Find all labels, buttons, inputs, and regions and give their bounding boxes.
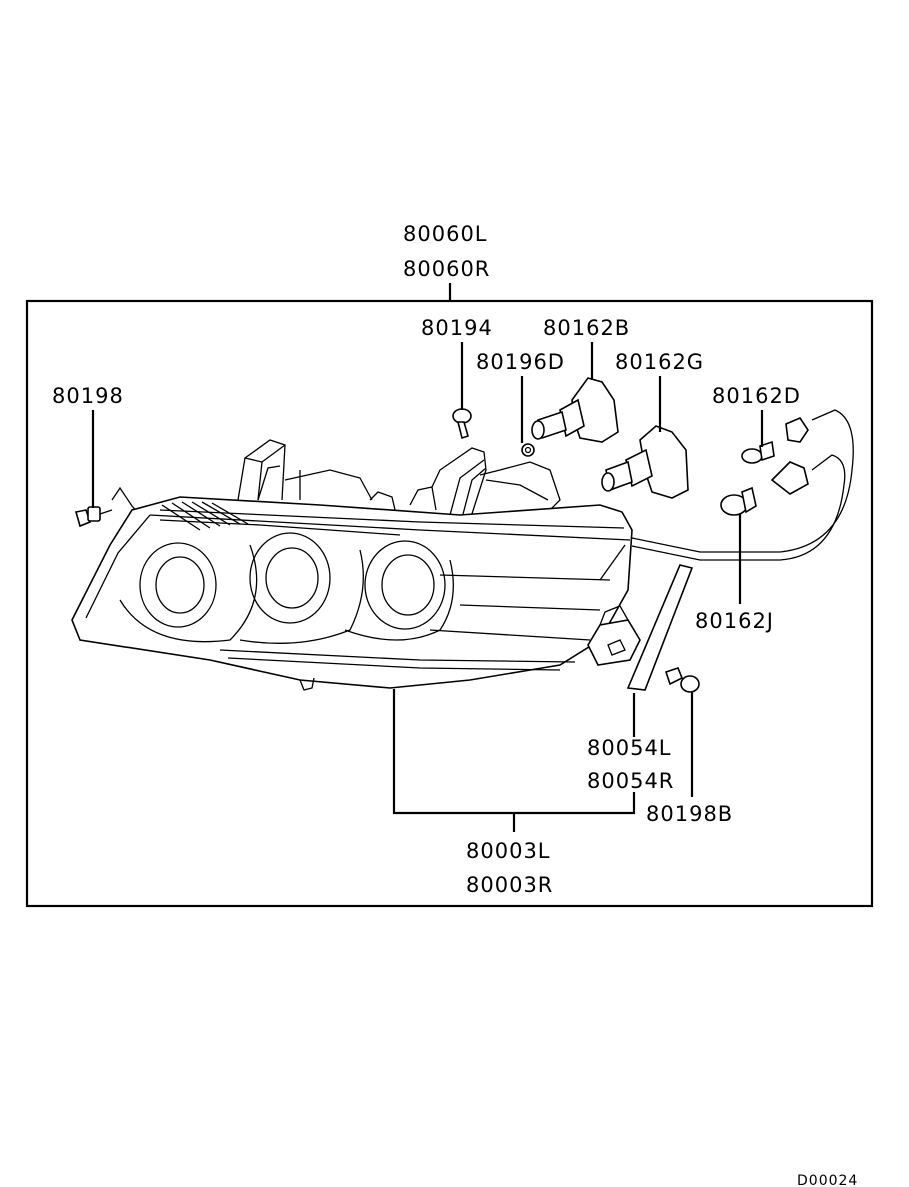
label-80196d: 80196D: [476, 350, 565, 374]
diagram-code: D00024: [797, 1173, 858, 1187]
headlamp-housing: [71, 439, 641, 691]
label-80194: 80194: [421, 316, 493, 340]
side-marker-strip: [626, 564, 694, 691]
screw-80194-icon: [452, 408, 472, 440]
label-80162g: 80162G: [615, 350, 704, 374]
nut-80196d-icon: [521, 443, 535, 457]
label-80003r: 80003R: [466, 873, 553, 897]
label-80054l: 80054L: [587, 736, 672, 760]
label-80060l: 80060L: [403, 222, 488, 246]
bulb-80162g-icon: [601, 425, 689, 499]
label-80003l: 80003L: [466, 839, 551, 863]
label-80054r: 80054R: [587, 769, 674, 793]
label-80162d: 80162D: [712, 384, 801, 408]
bulb-80162d-icon: [741, 417, 809, 464]
screw-80198b-icon: [664, 667, 700, 693]
bulb-80162j-icon: [720, 461, 809, 516]
label-80198b: 80198B: [646, 802, 733, 826]
label-80198: 80198: [52, 384, 124, 408]
label-80162j: 80162J: [695, 609, 774, 633]
wiring-harness: [631, 409, 854, 561]
label-80162b: 80162B: [543, 316, 630, 340]
bulb-80162b-icon: [531, 377, 619, 443]
screw-80198-icon: [74, 506, 113, 528]
label-80060r: 80060R: [403, 257, 490, 281]
